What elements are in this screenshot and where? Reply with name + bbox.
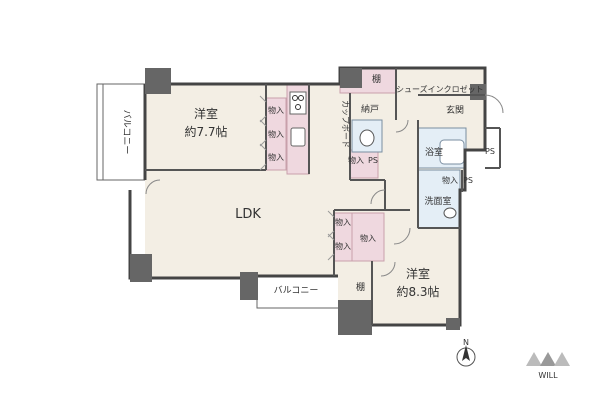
logo-text: WILL	[538, 371, 558, 380]
label-balcony-bottom: バルコニー	[274, 285, 319, 296]
room-western-b-size: 約8.3帖	[396, 284, 439, 299]
stove-icon	[289, 91, 307, 115]
label-storage-a3: 物入	[268, 152, 284, 162]
room-washroom: 洗面室	[424, 195, 451, 207]
label-storage-b2: 物入	[335, 241, 351, 251]
door-swings	[145, 94, 504, 277]
label-cupboard: カップボード	[341, 100, 350, 148]
balcony-bottom	[256, 275, 340, 309]
toilet-icon	[359, 129, 375, 147]
north-arrow	[456, 345, 476, 367]
interior-walls	[145, 68, 501, 325]
label-ps-wash: PS	[463, 176, 473, 185]
label-storage-b1: 物入	[335, 217, 351, 227]
label-storage-a1: 物入	[268, 105, 284, 115]
label-ps-right: PS	[485, 147, 495, 156]
north-label: N	[463, 338, 469, 347]
label-balcony-left: バルコニー	[121, 110, 132, 155]
room-western-a-size: 約7.7帖	[184, 124, 227, 139]
room-nando: 納戸	[361, 103, 379, 115]
label-shelf-bottom: 棚	[356, 281, 365, 293]
wash-basin-icon	[443, 207, 457, 219]
floor-area	[145, 68, 485, 333]
label-storage-toilet: 物入	[348, 155, 364, 165]
label-storage-wash: 物入	[442, 175, 458, 185]
room-western-b-name: 洋室	[406, 266, 430, 281]
label-storage-c: 物入	[360, 233, 376, 243]
storage-c	[351, 212, 385, 262]
room-bath: 浴室	[425, 146, 443, 158]
structural-columns	[130, 68, 486, 335]
label-ps-toilet: PS	[368, 156, 378, 165]
room-entrance: 玄関	[446, 104, 464, 116]
label-shoe-closet: シューズインクロゼット	[396, 84, 484, 94]
label-storage-a2: 物入	[268, 129, 284, 139]
will-logo	[526, 352, 570, 366]
sink-icon	[290, 127, 306, 147]
room-ldk: LDK	[235, 207, 261, 222]
label-shelf-top: 棚	[372, 73, 381, 85]
closet-doors	[259, 95, 335, 261]
storage-ps-area	[349, 149, 379, 179]
room-western-a-name: 洋室	[194, 106, 218, 121]
balcony-left	[96, 83, 146, 181]
